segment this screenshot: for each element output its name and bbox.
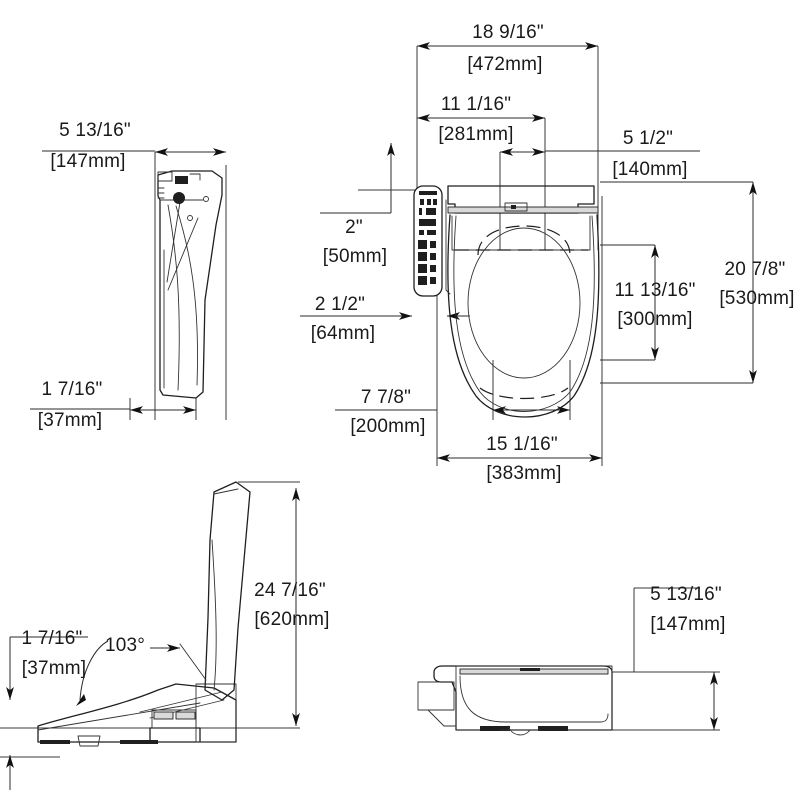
panel-mount-edge (445, 199, 451, 295)
front-side-tab-detail (427, 709, 457, 727)
front-indicator (520, 668, 540, 671)
base-foot (40, 740, 70, 744)
dim-label-panel-width-metric: [64mm] (311, 323, 376, 344)
dim-label-panel-depth-imperial: 2" (345, 217, 363, 238)
side-profile-detail (189, 173, 201, 181)
dim-label-open-height-metric: [620mm] (254, 609, 329, 630)
base-pan-outline (37, 683, 237, 743)
dim-label-front-offset-imperial: 7 7/8" (361, 387, 411, 408)
side-profile-detail (167, 204, 180, 391)
side-profile-detail (157, 171, 173, 182)
side-profile-detail (167, 217, 199, 291)
mounting-bolt (153, 711, 174, 720)
dim-label-side-height-imperial: 5 13/16" (59, 120, 131, 141)
angle-arrow (76, 694, 86, 706)
dim-label-open-base-imperial: 1 7/16" (22, 628, 83, 649)
side-profile-detail (175, 205, 198, 386)
dim-label-opening-length-metric: [300mm] (617, 309, 692, 330)
front-foot (480, 726, 510, 731)
dim-label-panel-depth-metric: [50mm] (323, 246, 388, 267)
lid-open-outline (204, 481, 251, 701)
front-side-tab (417, 681, 455, 711)
dim-label-open-base-metric: [37mm] (22, 658, 87, 679)
front-bottom-detail (507, 725, 531, 736)
dim-label-opening-length-imperial: 11 13/16" (614, 280, 695, 301)
dim-label-overall-width-metric: [472mm] (467, 54, 542, 75)
dim-label-front-height-imperial: 5 13/16" (650, 584, 722, 605)
front-body (455, 665, 613, 731)
seat-opening-ellipse (467, 227, 581, 379)
front-body-inner-curve (459, 675, 609, 723)
side-profile-detail (157, 187, 165, 199)
base-bracket (149, 727, 201, 743)
mounting-bolt (175, 711, 196, 720)
dim-label-side-base-metric: [37mm] (38, 410, 103, 431)
seat-opening-hidden-top (477, 225, 571, 256)
housing-button (504, 202, 528, 212)
side-profile-detail (166, 195, 182, 283)
rear-housing-inner (451, 215, 591, 251)
lid-open-detail (179, 643, 207, 681)
side-profile-outline (157, 170, 223, 399)
detail-dot (187, 215, 193, 221)
dim-label-panel-width-imperial: 2 1/2" (315, 294, 365, 315)
housing-button-indicator (511, 205, 516, 209)
housing-trim-bar (447, 206, 599, 214)
dim-label-front-height-metric: [147mm] (650, 614, 725, 635)
dim-label-side-base-imperial: 1 7/16" (42, 379, 103, 400)
dim-label-center-offset-metric: [140mm] (612, 159, 687, 180)
base-foot (120, 740, 158, 744)
dim-label-lid-angle: 103° (105, 635, 145, 656)
lid-open-detail (213, 488, 239, 495)
dim-label-overall-width-imperial: 18 9/16" (472, 22, 544, 43)
control-panel-buttons[interactable] (418, 191, 437, 285)
front-elevation-outline (433, 665, 613, 731)
angle-leader-arc (79, 640, 109, 701)
seat-front-hidden (479, 387, 569, 400)
dim-label-center-offset-imperial: 5 1/2" (623, 128, 673, 149)
dim-label-seat-width-imperial: 15 1/16" (486, 434, 558, 455)
seat-ring-outer-offset (453, 215, 595, 412)
seat-ring-outer (447, 214, 600, 418)
dim-label-open-height-imperial: 24 7/16" (254, 580, 326, 601)
view-side-profile-open: 24 7/16" [620mm] 1 7/16" [37mm] 103° (0, 481, 329, 790)
base-pan-detail (37, 702, 201, 731)
dim-label-overall-length-imperial: 20 7/8" (725, 259, 786, 280)
dim-label-seat-width-metric: [383mm] (486, 463, 561, 484)
dim-label-overall-length-metric: [530mm] (719, 288, 794, 309)
base-nozzle-detail (77, 735, 101, 747)
view-side-profile-closed: 5 13/16" [147mm] 1 7/16" [37mm] (30, 120, 227, 431)
lid-open-detail (211, 539, 217, 691)
base-pan-detail (139, 691, 223, 713)
dim-label-front-offset-metric: [200mm] (350, 416, 425, 437)
detail-dot (203, 196, 209, 202)
view-front-elevation: 5 13/16" [147mm] (417, 584, 725, 736)
hinge-block (195, 683, 237, 743)
view-top-plan: 18 9/16" [472mm] 11 1/16" [281mm] 5 1/2"… (300, 22, 794, 484)
side-profile-detail (175, 176, 188, 184)
front-foot (538, 726, 568, 731)
dim-label-side-height-metric: [147mm] (50, 151, 125, 172)
dim-label-panel-offset-metric: [281mm] (438, 124, 513, 145)
dim-label-panel-offset-imperial: 11 1/16" (441, 94, 511, 115)
hinge-bolt-icon (173, 192, 185, 204)
